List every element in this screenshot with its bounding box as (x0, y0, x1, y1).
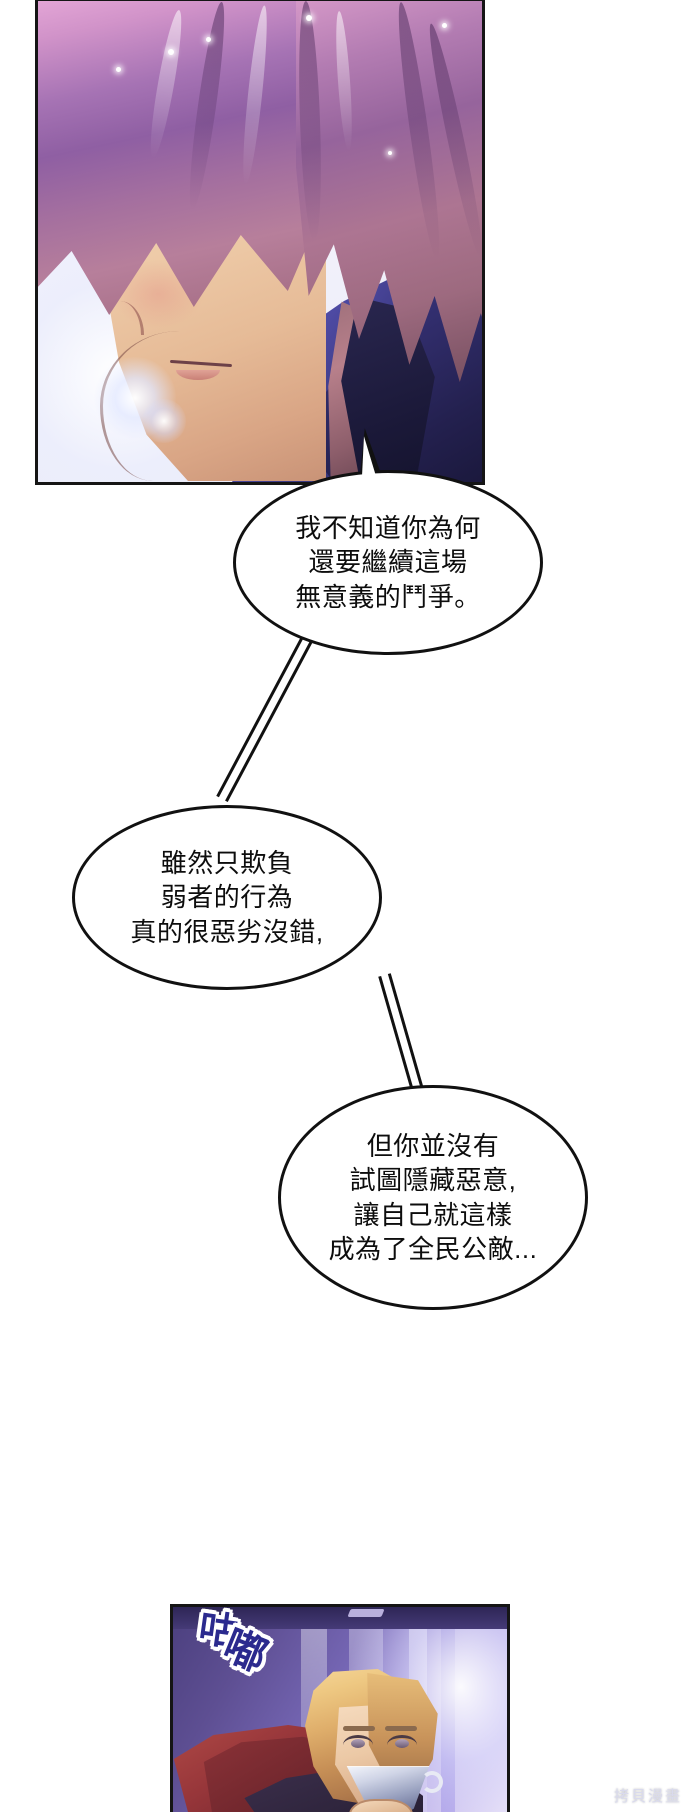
brow-right (385, 1726, 417, 1731)
sparkle (388, 151, 392, 155)
bubble-connector-1-2 (216, 636, 313, 802)
brow-left (343, 1726, 375, 1731)
panel-top-artwork (38, 1, 482, 482)
eye-left (343, 1735, 373, 1747)
speech-bubble-2-text: 雖然只欺負 弱者的行為 真的很惡劣沒錯, (130, 848, 324, 947)
sparkle (116, 67, 121, 72)
speech-bubble-1-text: 我不知道你為何 還要繼續這場 無意義的鬥爭。 (295, 513, 481, 612)
iris-right (395, 1739, 409, 1748)
lower-lip (176, 370, 220, 380)
sparkle (442, 23, 447, 28)
blonde-eyes (343, 1726, 417, 1751)
speech-bubble-2: 雖然只欺負 弱者的行為 真的很惡劣沒錯, (72, 805, 382, 990)
eye-right (387, 1735, 417, 1747)
ceiling-light (347, 1609, 385, 1617)
light-glow-small (142, 399, 186, 443)
speech-bubble-3-text: 但你並沒有 試圖隱藏惡意, 讓自己就這樣 成為了全民公敵... (328, 1130, 538, 1264)
sparkle (168, 49, 174, 55)
cup-handle (421, 1771, 443, 1793)
speech-bubble-1: 我不知道你為何 還要繼續這場 無意義的鬥爭。 (233, 470, 543, 655)
comic-panel-bottom (170, 1604, 510, 1812)
sparkle (206, 37, 211, 42)
lips (169, 356, 233, 380)
ceiling (173, 1607, 507, 1629)
lip-line (169, 359, 233, 368)
comic-panel-top (35, 0, 485, 485)
speech-bubble-3: 但你並沒有 試圖隱藏惡意, 讓自己就這樣 成為了全民公敵... (278, 1085, 588, 1310)
iris-left (351, 1739, 365, 1748)
bubble-connector-2-3 (378, 973, 427, 1102)
sparkle (306, 15, 312, 21)
watermark: 拷貝漫畫 (613, 1788, 682, 1805)
